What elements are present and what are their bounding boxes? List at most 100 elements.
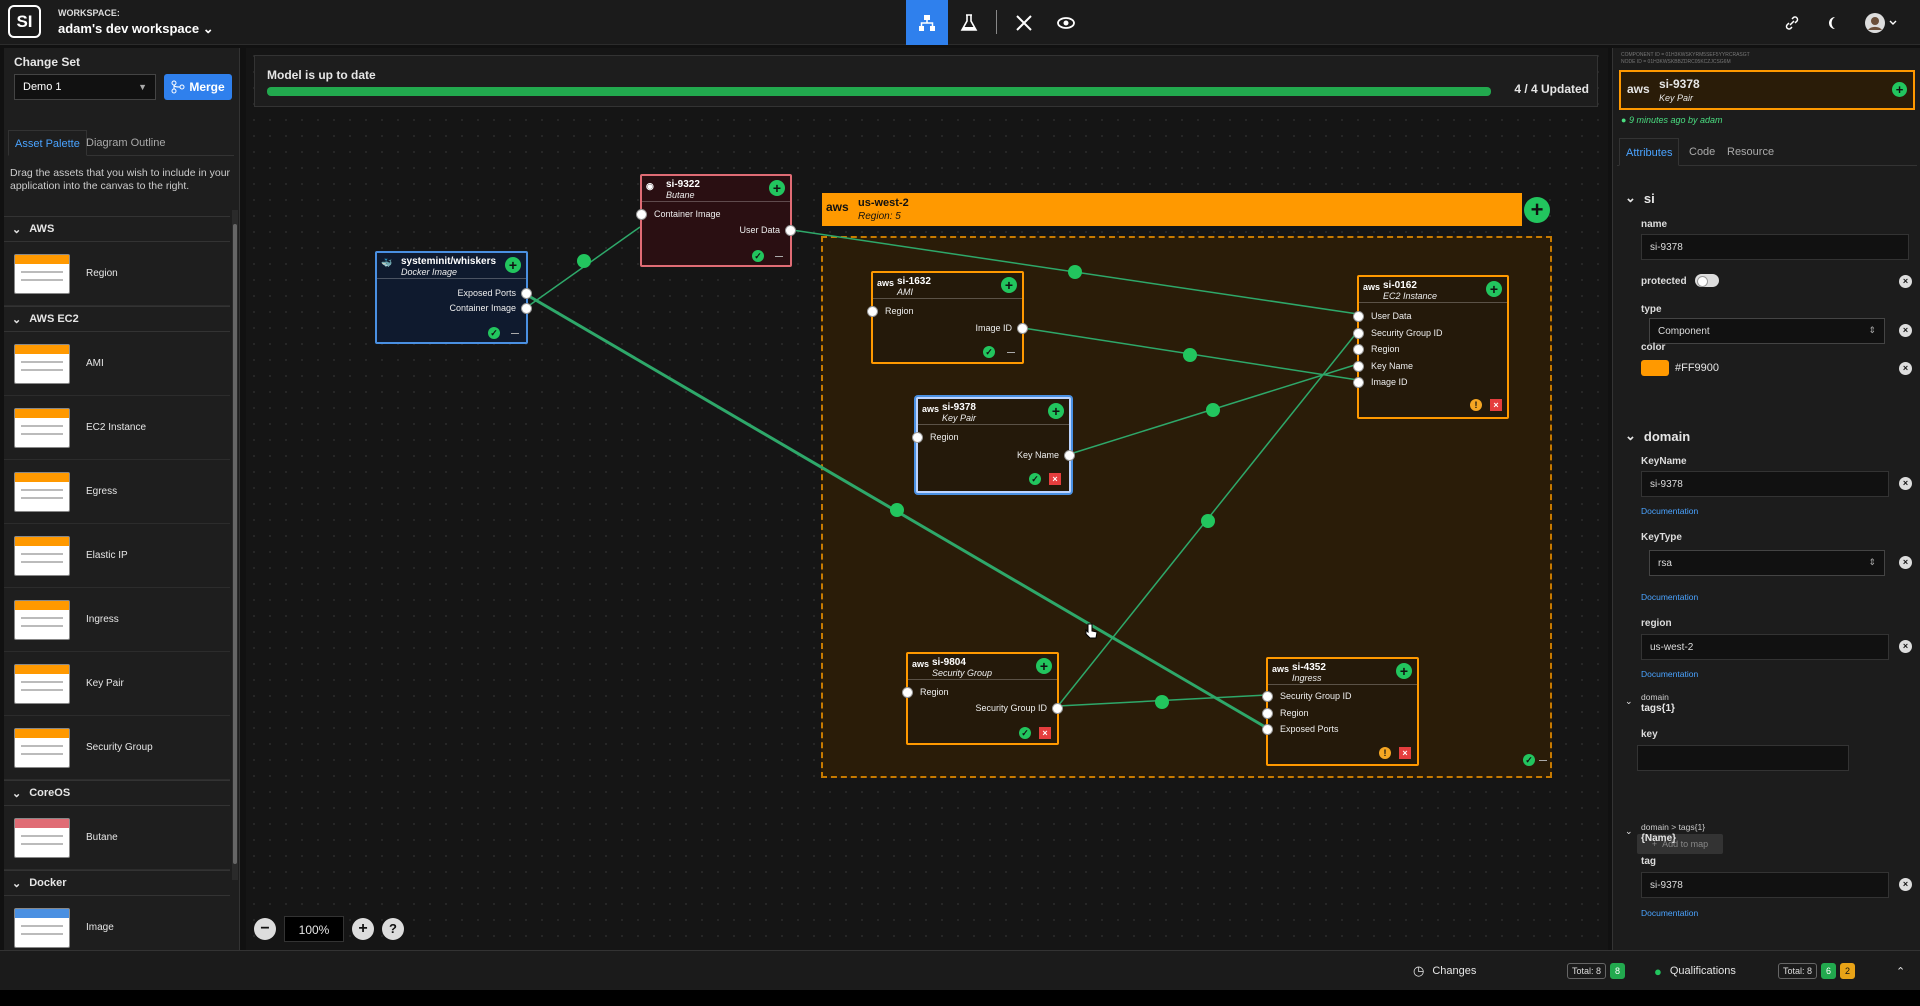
tags-chevron-icon[interactable]: ⌄ xyxy=(1625,696,1633,707)
node-ec2-instance[interactable]: awssi-0162EC2 Instance+ User Data Securi… xyxy=(1357,275,1509,419)
tag-documentation-link[interactable]: Documentation xyxy=(1641,908,1698,918)
qualification-ok-icon[interactable]: ✓ xyxy=(1029,473,1041,485)
socket-exposed-ports: Exposed Ports xyxy=(1280,724,1339,734)
changes-total: Total: 8 xyxy=(1567,963,1606,979)
node-add-button[interactable]: + xyxy=(1396,663,1412,679)
edge-midpoint[interactable] xyxy=(577,254,591,268)
qualifications-ok-count: 6 xyxy=(1821,963,1836,979)
node-add-button[interactable]: + xyxy=(505,257,521,273)
node-add-button[interactable]: + xyxy=(1036,658,1052,674)
region-documentation-link[interactable]: Documentation xyxy=(1641,669,1698,679)
edge-midpoint[interactable] xyxy=(1206,403,1220,417)
zoom-controls: − 100% + ? xyxy=(254,916,404,942)
socket-dot[interactable] xyxy=(1353,344,1364,355)
socket-dot[interactable] xyxy=(1262,724,1273,735)
zoom-in-button[interactable]: + xyxy=(352,918,374,940)
status-bar: ◷ Changes Total: 8 8 ● Qualifications To… xyxy=(0,950,1920,990)
socket-dot[interactable] xyxy=(902,687,913,698)
qualifications-summary[interactable]: ● Qualifications xyxy=(1654,951,1736,991)
qualifications-label: Qualifications xyxy=(1670,965,1736,977)
tab-attributes[interactable]: Attributes xyxy=(1619,138,1679,166)
node-key-pair[interactable]: awssi-9378Key Pair+ Region Key Name ✓ × xyxy=(916,397,1071,493)
qualification-ok-icon[interactable]: ✓ xyxy=(1019,727,1031,739)
section-domain[interactable]: ⌄domain xyxy=(1625,428,1690,444)
node-ingress[interactable]: awssi-4352Ingress+ Security Group ID Reg… xyxy=(1266,657,1419,766)
minus-icon[interactable] xyxy=(511,333,519,334)
color-swatch[interactable] xyxy=(1641,360,1669,376)
edge-midpoint[interactable] xyxy=(890,503,904,517)
socket-dot[interactable] xyxy=(1353,377,1364,388)
edge-midpoint[interactable] xyxy=(1068,265,1082,279)
chevron-up-icon[interactable]: ⌃ xyxy=(1896,951,1905,991)
socket-dot[interactable] xyxy=(636,209,647,220)
qualification-warning-icon[interactable]: ! xyxy=(1379,747,1391,759)
clear-tag-icon[interactable]: × xyxy=(1899,878,1912,891)
node-add-button[interactable]: + xyxy=(1048,403,1064,419)
region-field[interactable]: us-west-2 xyxy=(1641,634,1889,660)
keytype-select[interactable]: rsa⇕ xyxy=(1649,550,1885,576)
qualification-ok-icon[interactable]: ✓ xyxy=(752,250,764,262)
socket-dot[interactable] xyxy=(1353,361,1364,372)
socket-image-id: Image ID xyxy=(975,323,1012,333)
minus-icon[interactable] xyxy=(775,256,783,257)
socket-dot[interactable] xyxy=(1353,328,1364,339)
socket-dot[interactable] xyxy=(1064,450,1075,461)
tag-name-chevron-icon[interactable]: ⌄ xyxy=(1625,826,1633,837)
socket-dot[interactable] xyxy=(867,306,878,317)
clear-protected-icon[interactable]: × xyxy=(1899,275,1912,288)
socket-dot[interactable] xyxy=(1052,703,1063,714)
node-docker-image[interactable]: 🐳systeminit/whiskersDocker Image+ Expose… xyxy=(375,251,528,344)
node-ami[interactable]: awssi-1632AMI+ Region Image ID ✓ xyxy=(871,271,1024,364)
socket-dot[interactable] xyxy=(521,303,532,314)
socket-dot[interactable] xyxy=(1017,323,1028,334)
component-add-button[interactable]: + xyxy=(1892,82,1907,97)
clear-keyname-icon[interactable]: × xyxy=(1899,477,1912,490)
tag-field[interactable]: si-9378 xyxy=(1641,872,1889,898)
clear-type-icon[interactable]: × xyxy=(1899,324,1912,337)
node-butane[interactable]: ◉si-9322Butane+ Container Image User Dat… xyxy=(640,174,792,267)
socket-dot[interactable] xyxy=(1262,708,1273,719)
changes-summary[interactable]: ◷ Changes xyxy=(1413,951,1476,991)
zoom-out-button[interactable]: − xyxy=(254,918,276,940)
type-value: Component xyxy=(1658,326,1710,337)
tab-resource[interactable]: Resource xyxy=(1721,138,1780,166)
qualifications-warning-count: 2 xyxy=(1840,963,1855,979)
socket-dot[interactable] xyxy=(1262,691,1273,702)
delete-icon[interactable]: × xyxy=(1049,473,1061,485)
socket-dot[interactable] xyxy=(785,225,796,236)
keyname-documentation-link[interactable]: Documentation xyxy=(1641,506,1698,516)
zoom-level[interactable]: 100% xyxy=(284,916,344,942)
delete-icon[interactable]: × xyxy=(1039,727,1051,739)
edge-midpoint[interactable] xyxy=(1183,348,1197,362)
socket-dot[interactable] xyxy=(521,288,532,299)
qualification-warning-icon[interactable]: ! xyxy=(1470,399,1482,411)
name-field[interactable]: si-9378 xyxy=(1641,234,1909,260)
minus-icon[interactable] xyxy=(1007,352,1015,353)
clear-color-icon[interactable]: × xyxy=(1899,362,1912,375)
qualification-ok-icon[interactable]: ✓ xyxy=(488,327,500,339)
node-add-button[interactable]: + xyxy=(1001,277,1017,293)
qualification-ok-icon[interactable]: ✓ xyxy=(983,346,995,358)
keyname-field[interactable]: si-9378 xyxy=(1641,471,1889,497)
section-si[interactable]: ⌄si xyxy=(1625,190,1655,206)
node-add-button[interactable]: + xyxy=(769,180,785,196)
tab-code[interactable]: Code xyxy=(1683,138,1721,166)
clear-keytype-icon[interactable]: × xyxy=(1899,556,1912,569)
node-security-group[interactable]: awssi-9804Security Group+ Region Securit… xyxy=(906,652,1059,745)
protected-toggle[interactable] xyxy=(1695,274,1719,287)
edge-midpoint[interactable] xyxy=(1155,695,1169,709)
type-select[interactable]: Component⇕ xyxy=(1649,318,1885,344)
aws-icon: aws xyxy=(1272,664,1289,674)
key-field[interactable] xyxy=(1637,745,1849,771)
keytype-documentation-link[interactable]: Documentation xyxy=(1641,592,1698,602)
color-label: color xyxy=(1641,342,1665,353)
node-add-button[interactable]: + xyxy=(1486,281,1502,297)
delete-icon[interactable]: × xyxy=(1399,747,1411,759)
delete-icon[interactable]: × xyxy=(1490,399,1502,411)
qualifications-counts: Total: 8 6 2 xyxy=(1778,951,1855,991)
help-button[interactable]: ? xyxy=(382,918,404,940)
socket-dot[interactable] xyxy=(912,432,923,443)
clear-region-icon[interactable]: × xyxy=(1899,640,1912,653)
edge-midpoint[interactable] xyxy=(1201,514,1215,528)
socket-dot[interactable] xyxy=(1353,311,1364,322)
